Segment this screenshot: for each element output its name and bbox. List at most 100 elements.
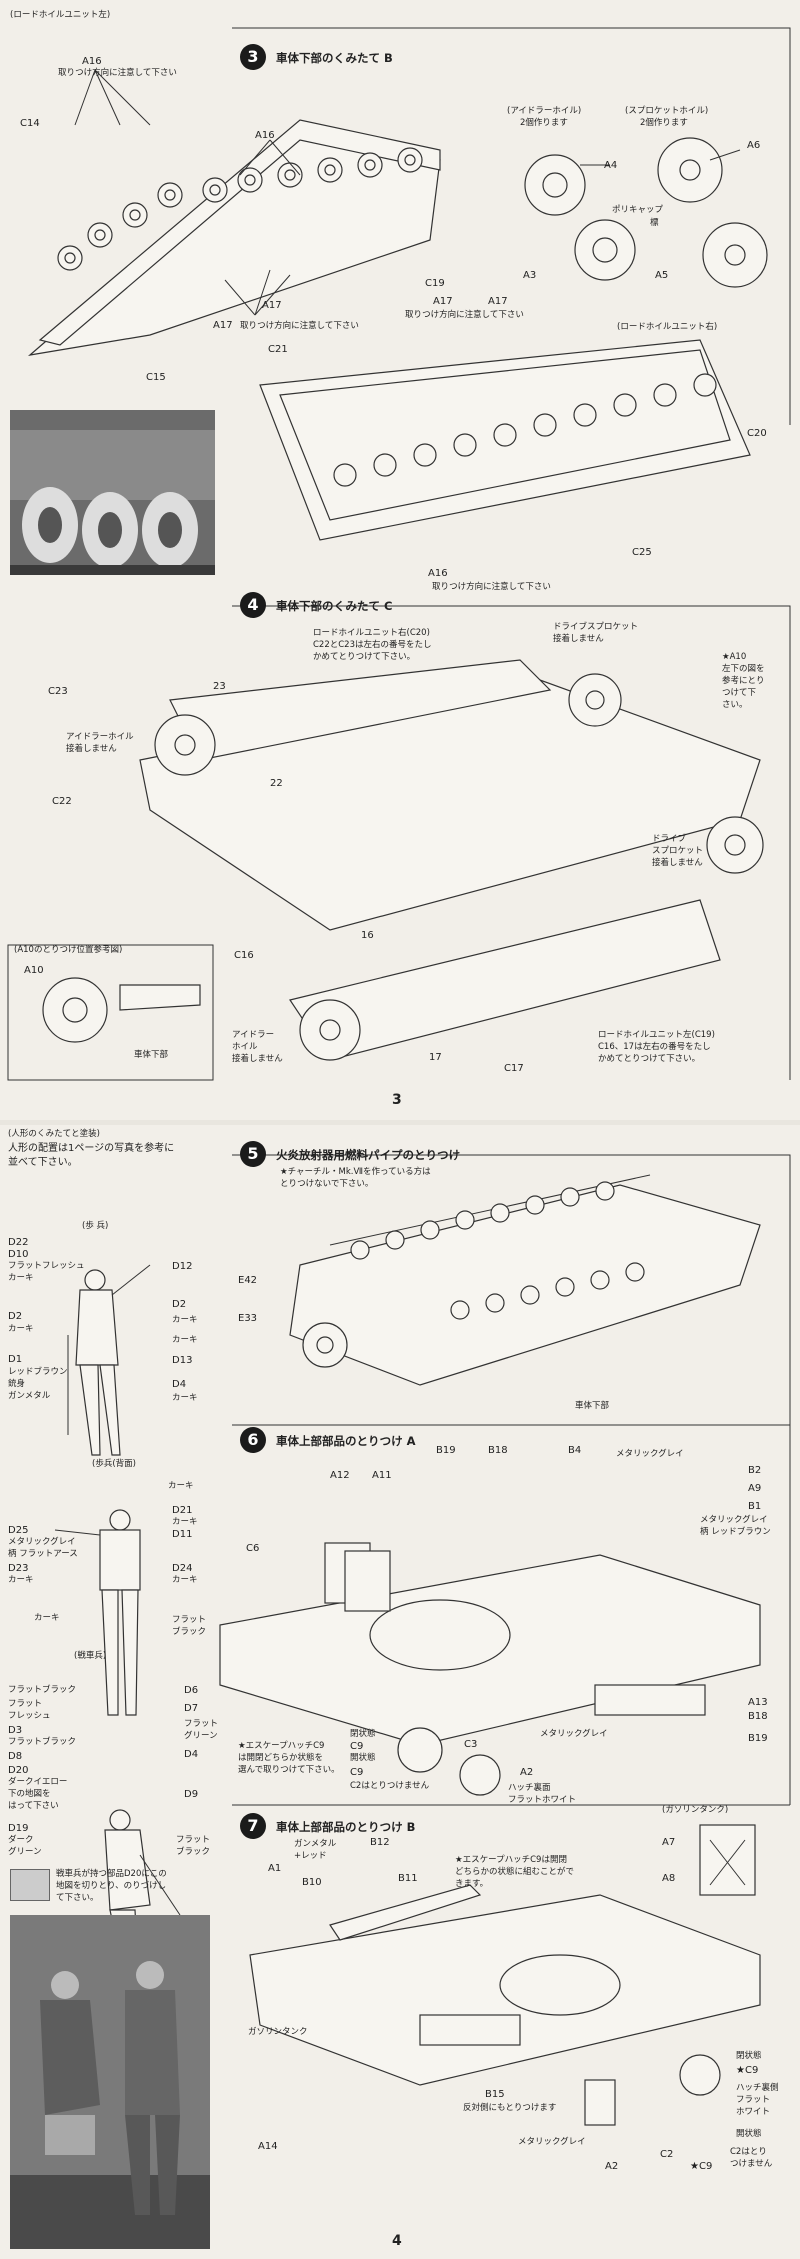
fuel-pipe-hull-drawing [289, 1174, 761, 1386]
step6-c2-note: C2はとりつけません [350, 1781, 430, 1791]
figures-intro-2: 並べて下さい。 [8, 1157, 78, 1168]
part-label-b11: B11 [398, 1873, 418, 1884]
part-label-a17-d: A17 [488, 296, 508, 307]
paint-flat-black-1b: ブラック [172, 1627, 207, 1637]
step4-number: 4 [240, 592, 266, 618]
step7-open: 開状態 [736, 2129, 762, 2139]
drive-sprocket-b-1: ドライブ [652, 834, 687, 844]
step7-hatch-inner-3: ホワイト [736, 2107, 771, 2117]
step6-red-brown-2: 柄 レッドブラウン [700, 1527, 771, 1537]
drive-sprocket-note-2: 接着しません [553, 634, 604, 644]
step7-closed: 閉状態 [736, 2051, 762, 2061]
step5-title: 火炎放射器用燃料パイプのとりつけ [276, 1148, 461, 1162]
drive-sprocket-b-3: 接着しません [652, 858, 703, 868]
step7-c2-note-1: C2はとり [730, 2147, 767, 2157]
infantry-figure-sketch [67, 1264, 151, 1456]
a10-position-caption: (A10のとりつけ位置参考図) [14, 945, 123, 955]
paint-dark-yellow: ダークイエロー [8, 1777, 68, 1787]
part-label-c22: C22 [52, 796, 72, 807]
part-label-a4: A4 [604, 160, 618, 171]
paint-d22: D22 [8, 1237, 29, 1248]
idler-wheel-b-1: アイドラー [232, 1030, 275, 1040]
step6-number: 6 [240, 1427, 266, 1453]
paint-d4-top: D4 [172, 1379, 187, 1390]
paint-d10: D10 [8, 1249, 29, 1260]
idler-caption: (アイドラーホイル) [507, 106, 582, 116]
paint-metallic-grey: メタリックグレイ [8, 1537, 76, 1547]
part-label-a11: A11 [372, 1470, 392, 1481]
part-label-a5: A5 [655, 270, 669, 281]
paint-wood: 銃身 [8, 1379, 26, 1389]
step7-b15-note: 反対側にもとりつけます [463, 2103, 557, 2113]
part-label-c25: C25 [632, 547, 652, 558]
idler-wheel-b-2: ホイル [232, 1042, 258, 1052]
step7-c2-note-2: つけません [730, 2159, 773, 2169]
paint-flat-black-4a: フラット [176, 1835, 211, 1845]
paint-khaki-6: カーキ [168, 1481, 194, 1491]
part-label-b2: B2 [748, 1465, 762, 1476]
step7-jerrycan: ガソリンタンク [248, 2027, 308, 2037]
paint-gunmetal: ガンメタル [8, 1391, 51, 1401]
map-decal-icon [10, 1869, 50, 1901]
number-16: 16 [361, 930, 374, 941]
paint-d11: D11 [172, 1529, 193, 1540]
hull-upper-drawing-step6 [219, 1542, 761, 1796]
part-label-c9: C9 [350, 1741, 364, 1752]
c19-note-2: C16、17は左右の番号をたし [598, 1042, 711, 1052]
instruction-page-3: (ロードホイルユニット左) A16 取りつけ方向に注意して下さい C14 A16… [0, 0, 800, 1120]
a10-note-5: さい。 [722, 700, 748, 710]
idler-note-1: アイドラーホイル [66, 732, 134, 742]
idler-count: 2個作ります [520, 118, 568, 128]
step7-hatch-inner-1: ハッチ裏側 [736, 2083, 779, 2093]
part-label-a17-b: A17 [213, 320, 233, 331]
step6-hatch-inner-2: フラットホワイト [508, 1795, 577, 1805]
part-label-c2: C2 [660, 2149, 674, 2160]
part-label-b18-bottom: B18 [748, 1711, 768, 1722]
tank-crew-caption: (戦車兵) [74, 1651, 107, 1661]
step7-metallic-grey: メタリックグレイ [518, 2137, 586, 2147]
paint-khaki-10: カーキ [34, 1613, 60, 1623]
part-label-a7: A7 [662, 1837, 676, 1848]
step4-frame [232, 605, 791, 1080]
step7-number: 7 [240, 1813, 266, 1839]
paint-khaki-5: カーキ [172, 1393, 198, 1403]
step6-escape-1: ★エスケープハッチC9 [238, 1741, 325, 1751]
paint-d3: D3 [8, 1725, 23, 1736]
step5-note-2: とりつけないで下さい。 [280, 1179, 374, 1189]
road-wheel-unit-right-caption: (ロードホイルユニット右) [617, 322, 718, 332]
step5-note-1: ★チャーチル・Mk.Ⅶを作っている方は [280, 1167, 431, 1177]
paint-d20: D20 [8, 1765, 29, 1776]
paint-d12: D12 [172, 1261, 193, 1272]
jerrycan-drawing [699, 1824, 756, 1896]
paint-flat-green-b: グリーン [184, 1731, 218, 1741]
road-wheels-right [333, 373, 717, 487]
part-label-c9-step7-b: ★C9 [690, 2161, 713, 2172]
paint-d8: D8 [8, 1751, 23, 1762]
number-22: 22 [270, 778, 283, 789]
idler-wheel-b-3: 接着しません [232, 1054, 283, 1064]
step7-escape-1: ★エスケープハッチC9は開閉 [455, 1855, 567, 1865]
part-label-a14: A14 [258, 2141, 278, 2152]
paint-khaki-2: カーキ [8, 1324, 34, 1334]
sprocket-count: 2個作ります [640, 118, 688, 128]
attach-note-4: 取りつけ方向に注意して下さい [432, 582, 551, 592]
instruction-page-4: (人形のくみたてと塗装) 人形の配置は1ページの写真を参考に 並べて下さい。 (… [0, 1125, 800, 2259]
step6-escape-2: は開閉どちらか状態を [238, 1753, 324, 1763]
part-label-b19-top: B19 [436, 1445, 456, 1456]
step3-number: 3 [240, 44, 266, 70]
part-label-a8: A8 [662, 1873, 676, 1884]
paint-d6: D6 [184, 1685, 199, 1696]
part-label-c14: C14 [20, 118, 40, 129]
paint-d23: D23 [8, 1563, 29, 1574]
attach-note-1: 取りつけ方向に注意して下さい [58, 68, 177, 78]
figures-intro-1: 人形の配置は1ページの写真を参考に [8, 1143, 175, 1154]
step6-jerrycan-caption: (ガソリンタンク) [662, 1805, 729, 1815]
part-label-b10: B10 [302, 1877, 322, 1888]
d20-note-2: 地図を切りとり、のりづけし [56, 1881, 167, 1891]
infantry-caption: (歩 兵) [82, 1221, 109, 1231]
paint-d24: D24 [172, 1563, 193, 1574]
attach-note-2: 取りつけ方向に注意して下さい [240, 321, 359, 331]
sprocket-caption: (スプロケットホイル) [625, 106, 709, 116]
d20-note-3: て下さい。 [56, 1893, 99, 1903]
road-wheel-unit-left-caption: (ロードホイルユニット左) [10, 10, 111, 20]
